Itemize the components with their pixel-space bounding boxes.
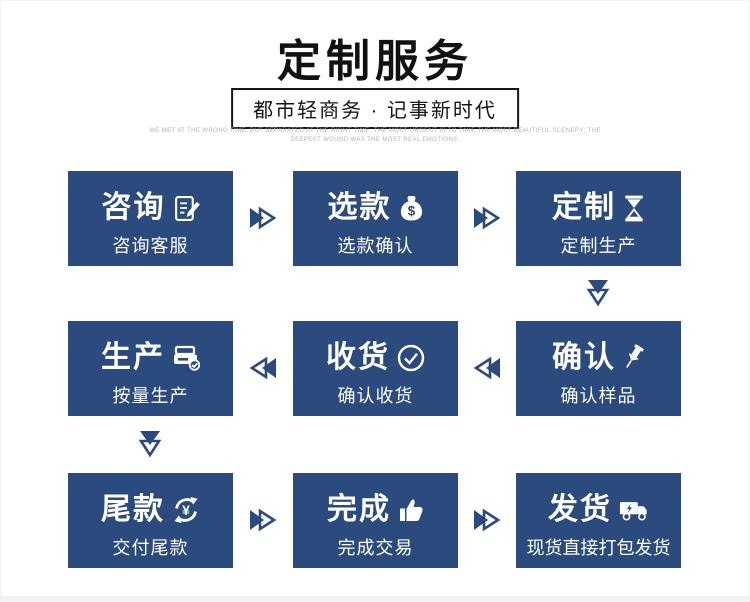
step-box-select: 选款 $ 选款确认 <box>293 171 458 266</box>
step-box-production: 生产 按量生产 <box>68 321 233 416</box>
flow-arrow-right-icon <box>247 507 279 533</box>
step-title: 收货 <box>326 341 390 374</box>
step-box-complete: 完成 完成交易 <box>293 473 458 568</box>
flow-arrow-right-icon <box>471 205 503 231</box>
flow-arrow-right-icon <box>247 205 279 231</box>
step-subtitle: 现货直接打包发货 <box>526 538 671 558</box>
step-title: 定制 <box>552 191 616 224</box>
flow-arrow-down-icon <box>137 428 163 460</box>
flow-arrow-right-icon <box>471 507 503 533</box>
step-subtitle: 完成交易 <box>337 538 414 558</box>
note-edit-icon <box>173 195 200 222</box>
hourglass-icon <box>623 195 645 222</box>
pushpin-icon <box>623 344 645 372</box>
step-title: 确认 <box>552 341 616 374</box>
check-circle-icon <box>397 344 425 372</box>
currency-refund-icon: ¥ <box>172 496 200 524</box>
step-subtitle: 按量生产 <box>112 386 189 406</box>
subtitle-text: 都市轻商务 · 记事新时代 <box>253 100 497 122</box>
thumbs-up-icon <box>398 497 424 523</box>
step-title: 咨询 <box>101 191 166 224</box>
step-title: 尾款 <box>101 493 165 526</box>
step-title: 完成 <box>327 493 391 526</box>
svg-text:$: $ <box>407 204 415 219</box>
step-title: 选款 <box>327 191 392 224</box>
step-subtitle: 选款确认 <box>337 236 414 256</box>
delivery-truck-icon <box>619 499 649 522</box>
step-subtitle: 确认收货 <box>337 386 414 406</box>
step-box-receive: 收货 确认收货 <box>293 321 458 416</box>
flow-arrow-down-icon <box>585 277 611 309</box>
svg-text:¥: ¥ <box>182 502 190 518</box>
tagline-line2: DEEPEST WOUND WAS THE MOST REAL EMOTIONS… <box>290 137 460 143</box>
subtitle-box: 都市轻商务 · 记事新时代 <box>231 88 519 129</box>
step-box-customize: 定制 定制生产 <box>516 171 681 266</box>
production-machine-icon <box>172 345 200 371</box>
step-title: 发货 <box>548 493 612 526</box>
step-subtitle: 确认样品 <box>560 386 637 406</box>
flow-arrow-left-icon <box>247 355 279 381</box>
step-box-confirm: 确认 确认样品 <box>516 321 681 416</box>
step-subtitle: 定制生产 <box>560 236 637 256</box>
page-title: 定制服务 <box>277 37 473 86</box>
step-box-balance: 尾款 ¥ 交付尾款 <box>68 473 233 568</box>
bottom-divider <box>1 596 749 601</box>
flow-arrow-left-icon <box>471 355 503 381</box>
money-bag-icon: $ <box>399 194 424 222</box>
step-title: 生产 <box>101 341 165 374</box>
step-subtitle: 咨询客服 <box>112 236 189 256</box>
step-subtitle: 交付尾款 <box>112 538 189 558</box>
step-box-ship: 发货 现货直接打包发货 <box>516 473 681 568</box>
step-box-consult: 咨询 咨询客服 <box>68 171 233 266</box>
tagline-line1: WE MET AT THE WRONG TIME, BUT SEPARATED … <box>149 128 601 134</box>
